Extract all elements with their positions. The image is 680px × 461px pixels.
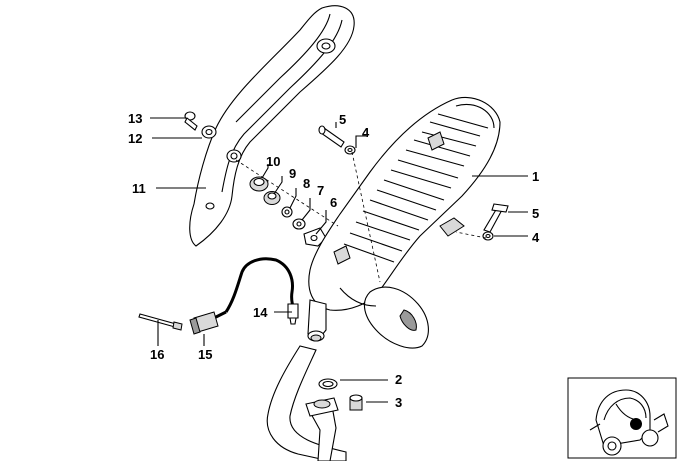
scooter-location-icon <box>567 377 677 459</box>
leader-lines <box>150 117 528 403</box>
oxygen-sensor <box>213 257 299 325</box>
silencer <box>307 96 501 349</box>
gasket-2 <box>318 378 338 390</box>
heat-shield-bracket <box>189 5 355 247</box>
callout-15: 15 <box>198 347 213 362</box>
bolt-5-right <box>483 203 509 233</box>
callout-6: 6 <box>330 195 338 210</box>
bolt-13 <box>184 111 198 131</box>
nut-3 <box>349 394 363 411</box>
callout-5-upper: 5 <box>339 112 347 127</box>
rubber-mount-10 <box>249 176 269 192</box>
connector-15 <box>189 311 219 335</box>
callout-9: 9 <box>289 166 297 181</box>
callout-4-right: 4 <box>532 230 540 245</box>
callout-11: 11 <box>132 181 146 196</box>
washer-4-upper <box>344 145 356 155</box>
bolt-5-upper <box>318 125 345 148</box>
callout-14: 14 <box>253 305 268 320</box>
cable-tie-16 <box>138 313 183 331</box>
callout-4-upper: 4 <box>362 125 370 140</box>
rubber-mount-9 <box>263 191 281 205</box>
callout-10: 10 <box>266 154 281 169</box>
washer-7 <box>292 218 306 230</box>
callout-12: 12 <box>128 131 143 146</box>
spacer-8 <box>281 206 293 218</box>
washer-12 <box>201 125 217 139</box>
callout-16: 16 <box>150 347 165 362</box>
callout-3: 3 <box>395 395 403 410</box>
callout-2: 2 <box>395 372 403 387</box>
washer-4-right <box>482 231 494 241</box>
callout-7: 7 <box>317 183 325 198</box>
callout-13: 13 <box>128 111 143 126</box>
callout-8: 8 <box>303 176 311 191</box>
callout-1: 1 <box>532 169 540 184</box>
callout-5-right: 5 <box>532 206 540 221</box>
manifold-pipe <box>266 345 347 461</box>
